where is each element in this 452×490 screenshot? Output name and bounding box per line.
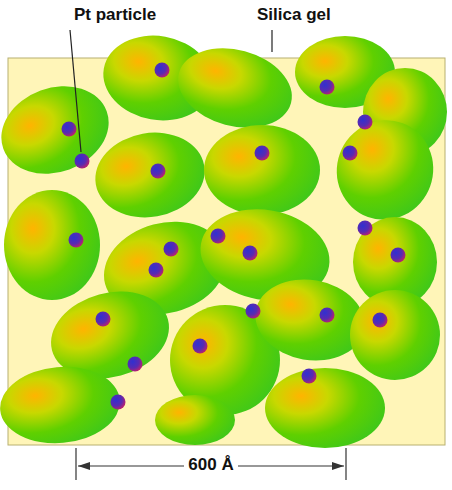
silica-gel-grains xyxy=(0,27,447,448)
silica-gel-grain xyxy=(0,362,123,448)
silica-gel-grain xyxy=(4,190,100,300)
pt-particle xyxy=(302,369,317,384)
pt-particle xyxy=(75,154,90,169)
pt-particle xyxy=(246,304,261,319)
pt-particle xyxy=(211,229,226,244)
silica-gel-grain xyxy=(155,395,235,445)
pt-particle xyxy=(69,233,84,248)
pt-particle xyxy=(62,122,77,137)
pt-particle xyxy=(111,395,126,410)
dimension-tick xyxy=(345,448,346,480)
pt-particle xyxy=(193,339,208,354)
pt-particle xyxy=(155,63,170,78)
pt-particle xyxy=(255,146,270,161)
pt-particle xyxy=(151,164,166,179)
silica-gel-grain xyxy=(350,290,440,380)
pt-particle xyxy=(343,146,358,161)
pt-particle xyxy=(128,357,143,372)
silica-gel-grain xyxy=(169,36,301,139)
part-name: Pt particle xyxy=(74,6,156,25)
pt-particle xyxy=(164,242,179,257)
silica-gel-grain xyxy=(89,124,212,226)
dimension-label: 600 Å xyxy=(184,456,237,475)
pt-particle xyxy=(373,313,388,328)
pt-particle xyxy=(243,246,258,261)
pt-particle xyxy=(149,263,164,278)
pt-particle xyxy=(358,115,373,130)
part-name: Silica gel xyxy=(257,6,331,25)
silica-gel-grain xyxy=(204,125,320,215)
pt-particle xyxy=(96,312,111,327)
dimension-tick xyxy=(75,448,76,480)
pt-particle xyxy=(358,221,373,236)
pt-particle xyxy=(391,248,406,263)
pt-particle xyxy=(320,308,335,323)
leader-line xyxy=(70,30,81,152)
pt-particle xyxy=(320,80,335,95)
pt-particles xyxy=(62,63,406,410)
arrow-head xyxy=(78,462,90,470)
silica-gel-grain xyxy=(323,107,447,234)
arrow-head xyxy=(332,462,344,470)
silica-gel-grain xyxy=(265,368,385,448)
leader-line xyxy=(271,30,272,52)
